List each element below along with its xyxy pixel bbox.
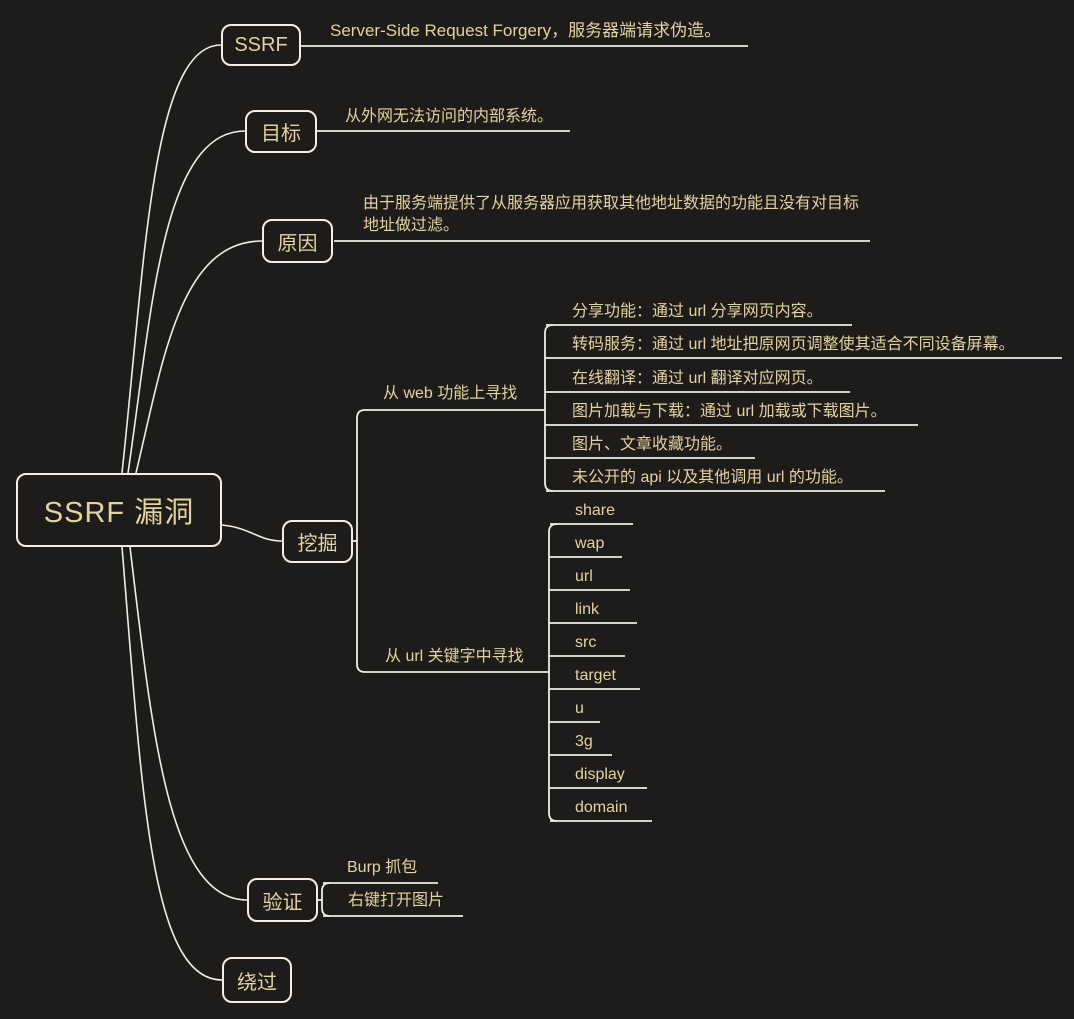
subtopic-url-keywords[interactable]: 从 url 关键字中寻找 — [385, 648, 524, 665]
keyword-display[interactable]: display — [575, 766, 625, 783]
topic-target[interactable]: 目标 — [245, 110, 317, 153]
connector-root-ssrf — [121, 44, 222, 474]
topic-verify[interactable]: 验证 — [247, 878, 318, 922]
keyword-share[interactable]: share — [575, 502, 616, 519]
note-target[interactable]: 从外网无法访问的内部系统。 — [345, 108, 554, 125]
web-item-transcode-service[interactable]: 转码服务：通过 url 地址把原网页调整使其适合不同设备屏幕。 — [572, 336, 1015, 353]
note-reason[interactable]: 由于服务端提供了从服务器应用获取其他地址数据的功能且没有对目标地址做过滤。 — [363, 195, 860, 234]
keyword-target[interactable]: target — [575, 667, 616, 684]
keyword-domain[interactable]: domain — [575, 799, 628, 816]
topic-bypass-label: 绕过 — [237, 971, 277, 994]
keyword-link[interactable]: link — [575, 601, 600, 618]
note-ssrf[interactable]: Server-Side Request Forgery，服务器端请求伪造。 — [330, 21, 722, 40]
verify-bracket — [321, 882, 331, 917]
keyword-url[interactable]: url — [575, 568, 593, 585]
topic-verify-label: 验证 — [262, 891, 303, 914]
keyword-wap[interactable]: wap — [575, 535, 605, 552]
web-item-share-function[interactable]: 分享功能：通过 url 分享网页内容。 — [572, 303, 823, 320]
root-topic-label: SSRF 漏洞 — [43, 497, 195, 529]
subtopic-web-functions[interactable]: 从 web 功能上寻找 — [383, 385, 518, 402]
topic-dig-label: 挖掘 — [297, 533, 338, 555]
web-items-bracket — [544, 324, 554, 492]
keyword-3g[interactable]: 3g — [575, 733, 593, 750]
verify-item-burp-capture[interactable]: Burp 抓包 — [347, 859, 418, 876]
dig-bracket — [356, 409, 549, 673]
topic-bypass[interactable]: 绕过 — [222, 957, 292, 1003]
keyword-src[interactable]: src — [575, 634, 597, 651]
connector-root-reason — [135, 240, 263, 474]
topic-reason[interactable]: 原因 — [262, 219, 333, 263]
topic-reason-label: 原因 — [277, 232, 318, 255]
verify-item-right-click-open-image[interactable]: 右键打开图片 — [348, 892, 445, 909]
topic-target-label: 目标 — [261, 123, 301, 145]
topic-ssrf[interactable]: SSRF — [221, 24, 301, 66]
web-item-favorite-function[interactable]: 图片、文章收藏功能。 — [572, 436, 733, 453]
web-item-image-load-download[interactable]: 图片加载与下载：通过 url 加载或下载图片。 — [572, 403, 887, 420]
web-item-private-api[interactable]: 未公开的 api 以及其他调用 url 的功能。 — [572, 469, 853, 486]
topic-ssrf-label: SSRF — [234, 33, 288, 56]
web-item-online-translate[interactable]: 在线翻译：通过 url 翻译对应网页。 — [572, 370, 823, 387]
connector-root-verify — [129, 546, 248, 901]
connector-root-dig — [221, 524, 283, 542]
topic-dig[interactable]: 挖掘 — [282, 520, 353, 563]
root-topic[interactable]: SSRF 漏洞 — [16, 473, 222, 547]
connector-root-bypass — [121, 546, 223, 981]
connector-root-target — [127, 130, 246, 474]
keyword-items-bracket — [548, 523, 558, 822]
keyword-u[interactable]: u — [575, 700, 584, 717]
